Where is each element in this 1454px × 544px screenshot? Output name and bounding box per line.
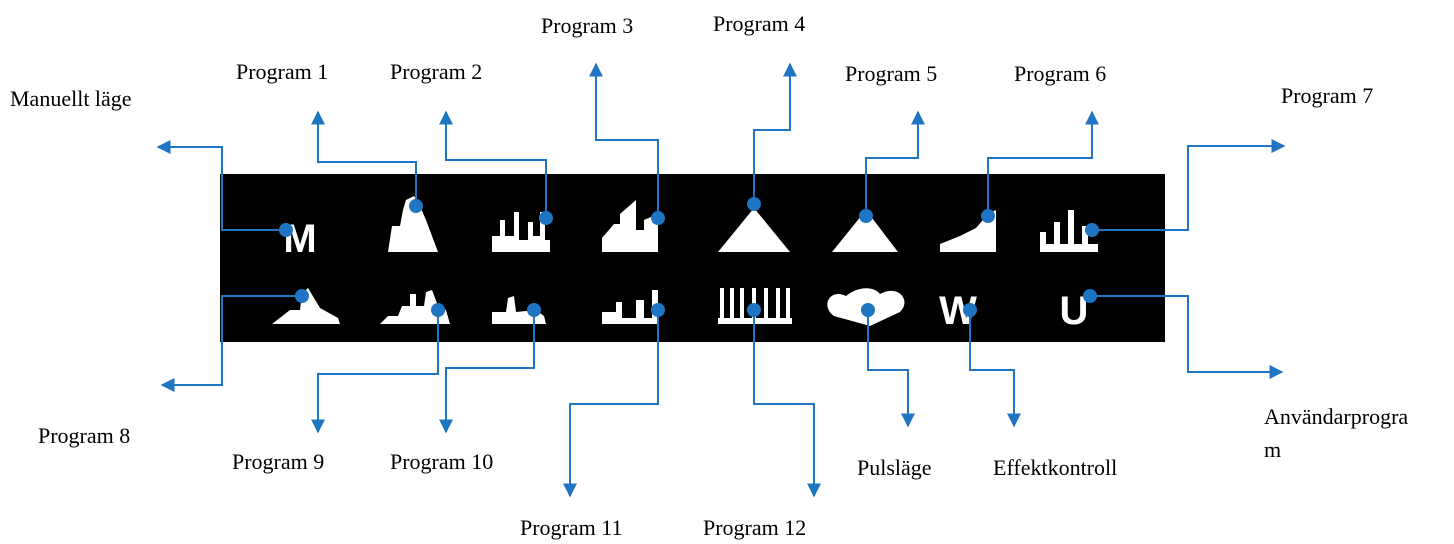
- program-3-icon: [602, 200, 658, 252]
- program-2-leader-line: [439, 110, 547, 218]
- program-5-label: Program 5: [845, 61, 937, 86]
- program-7-icon: [1040, 210, 1098, 252]
- program-1-anchor-dot: [409, 199, 423, 213]
- program-3-label: Program 3: [541, 13, 633, 38]
- program-12-label: Program 12: [703, 515, 806, 540]
- user-program-label-line-1: Användarprogra: [1264, 404, 1408, 429]
- user-program-leader-line: [1090, 295, 1284, 379]
- program-5-anchor-dot: [859, 209, 873, 223]
- program-8-anchor-dot: [295, 289, 309, 303]
- program-10-leader-line: [439, 310, 535, 434]
- program-4-leader-line: [753, 62, 797, 204]
- user-program-label-line-2: m: [1264, 437, 1281, 462]
- program-9-icon: [380, 290, 450, 324]
- program-4-icon: [718, 208, 790, 252]
- program-6-icon: [940, 210, 996, 252]
- program-2-label: Program 2: [390, 59, 482, 84]
- program-10-icon: [492, 296, 546, 324]
- program-8-leader-line: [160, 295, 302, 392]
- pulse-leader-line: [867, 310, 915, 428]
- program-6-label: Program 6: [1014, 61, 1106, 86]
- power-anchor-dot: [963, 303, 977, 317]
- program-7-label: Program 7: [1281, 83, 1373, 108]
- pulse-mode-label: Pulsläge: [857, 455, 932, 480]
- program-9-label: Program 9: [232, 449, 324, 474]
- program-12-anchor-dot: [747, 303, 761, 317]
- program-11-anchor-dot: [651, 303, 665, 317]
- program-8-icon: [272, 288, 340, 324]
- program-3-anchor-dot: [651, 211, 665, 225]
- program-3-leader-line: [589, 62, 659, 218]
- program-2-anchor-dot: [539, 211, 553, 225]
- program-1-label: Program 1: [236, 59, 328, 84]
- manual-mode-label: Manuellt läge: [10, 86, 132, 111]
- program-9-leader-line: [311, 310, 439, 434]
- program-11-label: Program 11: [520, 515, 622, 540]
- program-10-anchor-dot: [527, 303, 541, 317]
- program-1-leader-line: [311, 110, 417, 206]
- manual-leader-line: [156, 140, 286, 231]
- program-1-icon: [388, 196, 438, 252]
- display-panel: [220, 174, 1165, 342]
- pulse-anchor-dot: [861, 303, 875, 317]
- program-8-label: Program 8: [38, 423, 130, 448]
- program-2-icon: [492, 212, 550, 252]
- program-6-leader-line: [987, 110, 1099, 216]
- anchor-dots: [279, 197, 1099, 317]
- program-6-anchor-dot: [981, 209, 995, 223]
- program-7-anchor-dot: [1085, 223, 1099, 237]
- program-9-anchor-dot: [431, 303, 445, 317]
- program-4-anchor-dot: [747, 197, 761, 211]
- program-11-icon: [602, 290, 658, 324]
- program-4-label: Program 4: [713, 11, 805, 36]
- program-12-leader-line: [753, 310, 821, 498]
- program-7-leader-line: [1092, 139, 1286, 231]
- manual-anchor-dot: [279, 223, 293, 237]
- program-5-leader-line: [865, 110, 925, 216]
- power-control-label: Effektkontroll: [993, 455, 1117, 480]
- program-11-leader-line: [563, 310, 659, 498]
- program-5-icon: [832, 210, 898, 252]
- user-program-anchor-dot: [1083, 289, 1097, 303]
- program-10-label: Program 10: [390, 449, 493, 474]
- power-leader-line: [969, 310, 1021, 428]
